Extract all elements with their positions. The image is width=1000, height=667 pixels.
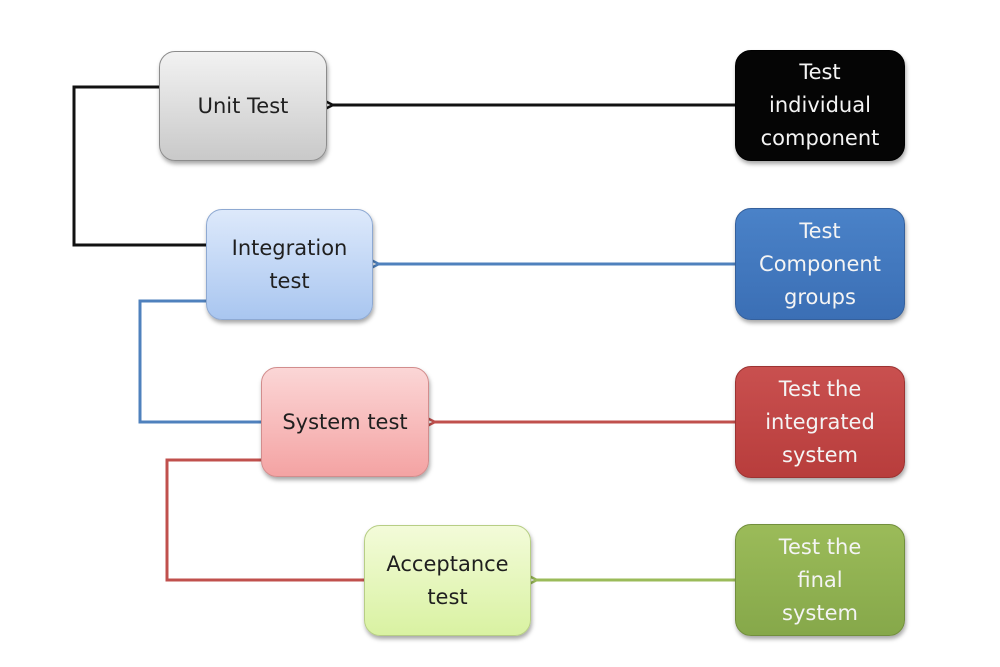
connector-unit-to-integration <box>72 85 206 247</box>
stage-integration-test: Integration test <box>206 209 373 320</box>
connector-system-to-acceptance <box>165 458 364 582</box>
description-integration-test: Test Component groups <box>735 208 905 320</box>
stage-unit-test: Unit Test <box>159 51 327 161</box>
stage-acceptance-test: Acceptance test <box>364 525 531 636</box>
description-unit-test: Test individual component <box>735 50 905 161</box>
connector-integration-to-system <box>138 299 261 424</box>
description-system-test: Test the integrated system <box>735 366 905 478</box>
stage-system-test: System test <box>261 367 429 477</box>
description-acceptance-test: Test the final system <box>735 524 905 636</box>
